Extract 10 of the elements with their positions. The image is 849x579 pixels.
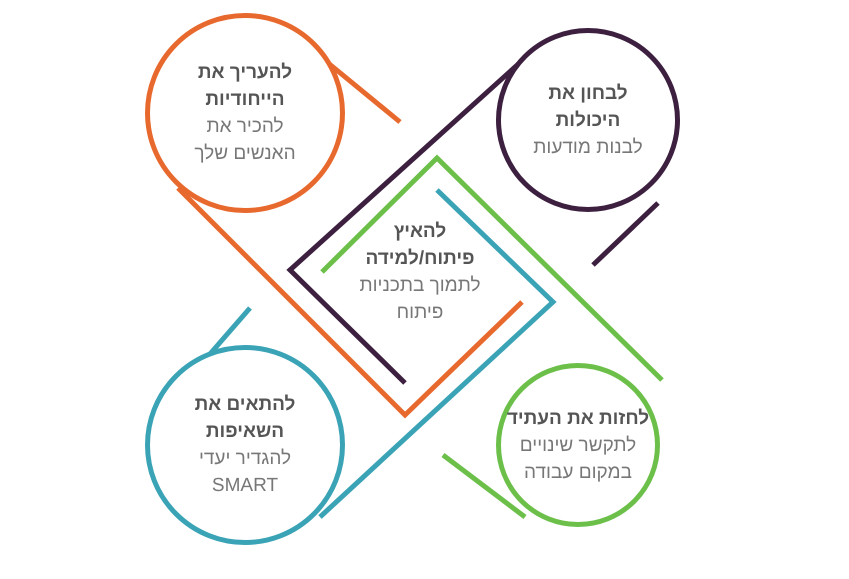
heading-text: להתאים את השאיפות [194, 393, 296, 444]
heading-text: להאיץ פיתוח/למידה [365, 220, 475, 271]
body-text: לתקשר שינויים במקום עבודה [518, 434, 638, 484]
body-text: להגדיר יעדי SMART [198, 447, 292, 498]
body-text: להכיר את האנשים שלך [193, 115, 297, 166]
heading-text: לבחון את היכולות [547, 82, 629, 132]
body-text: לתמוך בתכניות פיתוח [358, 274, 482, 325]
heading-text: לחזות את העתיד [506, 406, 650, 430]
heading-text: להעריך את הייחודיות [196, 61, 294, 112]
body-text: לבנות מודעות [532, 136, 644, 160]
